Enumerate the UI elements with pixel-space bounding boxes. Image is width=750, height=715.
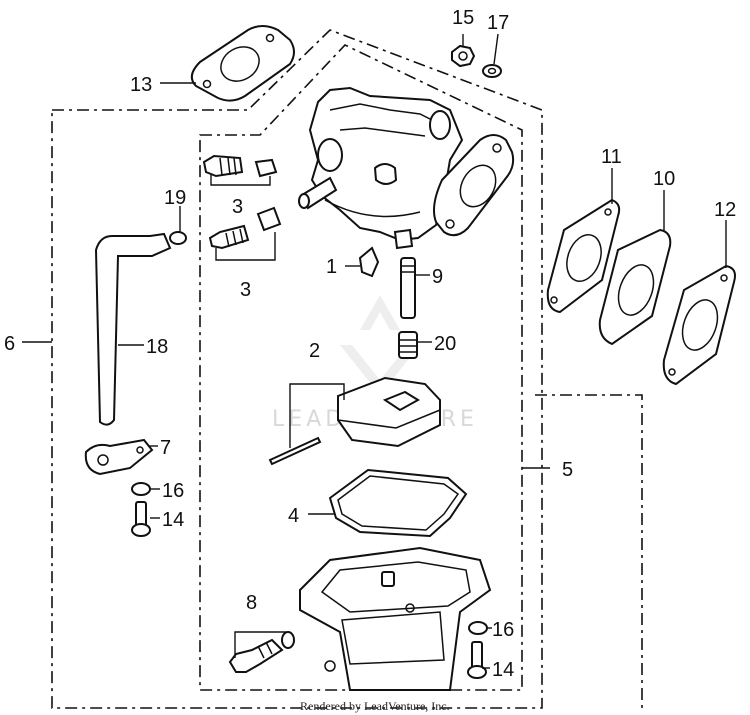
gasket-12	[662, 264, 736, 386]
label-3b: 3	[240, 279, 251, 301]
label-14b: 14	[492, 659, 514, 681]
label-16b: 16	[492, 619, 514, 641]
label-8: 8	[246, 592, 257, 614]
label-19: 19	[164, 187, 186, 209]
leader-8	[234, 631, 286, 658]
label-20: 20	[434, 333, 456, 355]
leader-lines	[22, 33, 727, 669]
gasket-13	[190, 25, 295, 102]
label-17: 17	[487, 12, 509, 34]
washer-17	[482, 64, 502, 78]
washer-16b	[468, 621, 488, 635]
float-chamber	[299, 546, 492, 691]
nut-15	[451, 44, 476, 68]
label-3a: 3	[232, 196, 243, 218]
label-2: 2	[309, 340, 320, 362]
label-7: 7	[160, 437, 171, 459]
label-1: 1	[326, 256, 337, 278]
label-12: 12	[714, 199, 736, 221]
label-14a: 14	[162, 509, 184, 531]
float-chamber-gasket-4	[328, 468, 468, 538]
group-outline-gasket-set	[535, 394, 643, 708]
leader-2	[289, 383, 345, 448]
leader-3a	[210, 175, 271, 186]
nozzle-9	[400, 257, 416, 319]
label-11: 11	[601, 146, 622, 168]
float-needle-1	[358, 246, 380, 278]
bolt-14b	[467, 641, 487, 679]
label-10: 10	[653, 168, 675, 190]
pilot-screw-3b	[208, 206, 282, 250]
label-9: 9	[432, 266, 443, 288]
bolt-14a	[131, 501, 151, 537]
footer-credit: Rendered by LeadVenture, Inc.	[300, 699, 450, 713]
label-15: 15	[452, 7, 474, 29]
carburetor-body	[298, 86, 515, 250]
label-4: 4	[288, 505, 299, 527]
hose-clip-19	[169, 231, 187, 245]
leader-3b	[215, 232, 276, 261]
pilot-screw-3a	[202, 154, 278, 178]
drain-tube-18	[94, 232, 172, 426]
drain-screw-8	[228, 631, 295, 673]
label-16a: 16	[162, 480, 184, 502]
label-5: 5	[562, 459, 573, 481]
tube-guide-7	[84, 438, 154, 476]
group-outline-6	[51, 29, 543, 709]
washer-16a	[131, 482, 151, 496]
insulator-10	[598, 228, 672, 346]
group-outline-5	[199, 44, 523, 691]
float-pin-2	[268, 436, 322, 466]
gasket-11	[546, 198, 621, 314]
label-18: 18	[146, 336, 168, 358]
main-jet-20	[398, 331, 418, 359]
float-2	[337, 376, 441, 448]
label-13: 13	[130, 74, 152, 96]
label-6: 6	[4, 333, 15, 355]
